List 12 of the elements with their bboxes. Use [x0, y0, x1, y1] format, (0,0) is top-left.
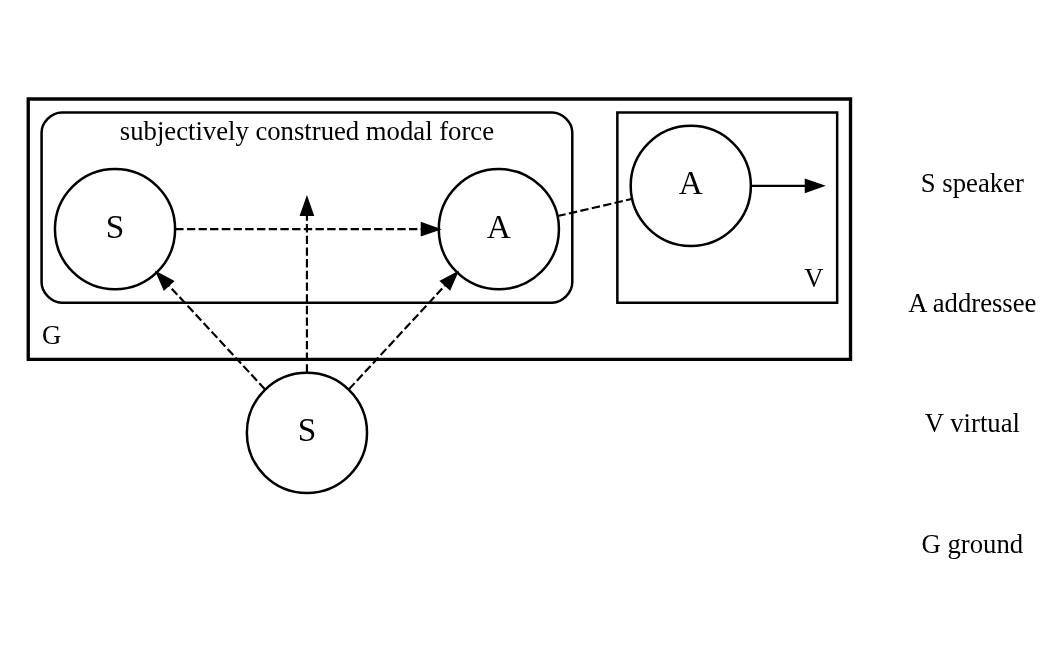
arrow: [299, 194, 315, 373]
connector: [557, 198, 632, 218]
label: A addressee: [908, 288, 1037, 319]
arrow: [154, 270, 266, 390]
label: S speaker: [920, 168, 1024, 199]
arrow: [751, 178, 826, 194]
label: G ground: [921, 528, 1024, 559]
label: V virtual: [924, 408, 1020, 439]
arrow: [175, 221, 442, 237]
node-circle: S: [245, 371, 369, 495]
arrow: [348, 270, 460, 390]
node-circle: A: [629, 124, 753, 248]
